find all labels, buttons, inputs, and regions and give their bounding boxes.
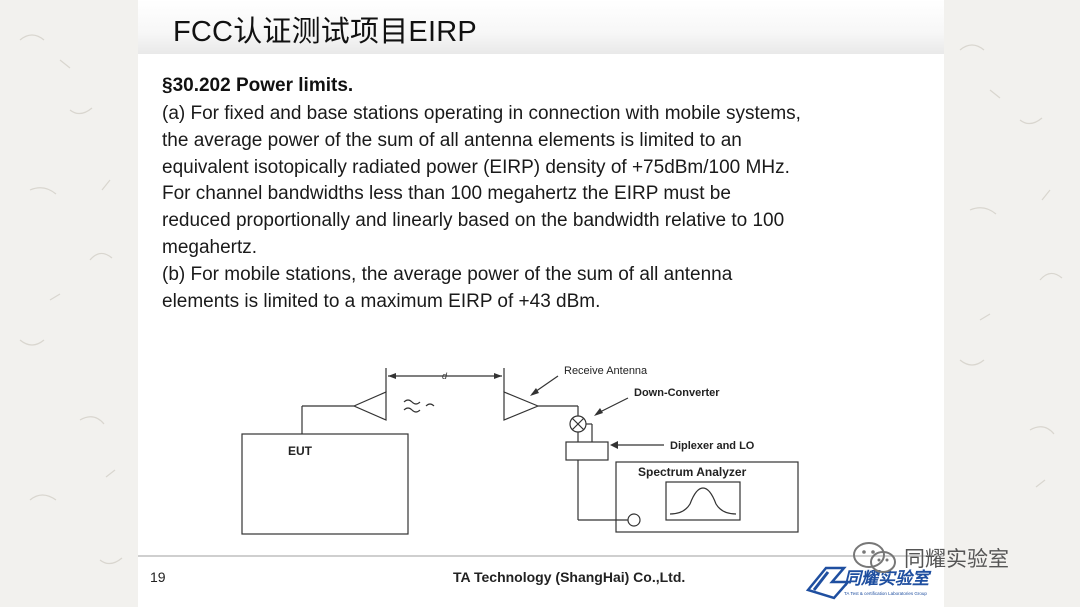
paragraph-a-line: megahertz. (162, 236, 258, 258)
company-logo: 同耀实验室 TA Test & certification Laboratori… (805, 566, 932, 600)
paragraph-b-line: (b) For mobile stations, the average pow… (162, 264, 733, 285)
paragraph-a-line: For channel bandwidths less than 100 meg… (162, 183, 731, 205)
receive-antenna-label: Receive Antenna (564, 365, 648, 377)
spectrum-analyzer-box (615, 461, 799, 533)
page-number: 19 (150, 569, 166, 585)
paragraph-a-line: the average power of the sum of all ante… (162, 129, 742, 151)
diplexer-label: Diplexer and LO (670, 440, 755, 452)
paragraph-b-line: elements is limited to a maximum EIRP of… (162, 290, 601, 312)
analyzer-screen (665, 481, 741, 521)
analyzer-input-port (627, 513, 641, 527)
down-converter-label: Down-Converter (634, 387, 720, 399)
slide-title: FCC认证测试项目EIRP (173, 16, 477, 48)
eut-label: EUT (288, 444, 313, 458)
paragraph-a: (a) For fixed and base stations operatin… (162, 101, 932, 262)
wechat-icon (853, 542, 896, 573)
logo-subtext: TA Test & certification Laboratories Gro… (844, 591, 927, 596)
company-name: TA Technology (ShangHai) Co.,Ltd. (453, 569, 686, 585)
slide: FCC认证测试项目EIRP §30.202 Power limits. (a) … (138, 0, 944, 607)
radio-wave-icon (403, 399, 421, 405)
wechat-account-name: 同耀实验室 (904, 548, 1009, 571)
title-bar: FCC认证测试项目EIRP (138, 0, 944, 54)
diplexer-box (565, 441, 609, 461)
logo-text: 同耀实验室 (844, 569, 932, 589)
wechat-watermark: 同耀实验室 (852, 540, 1009, 576)
eut-box (241, 433, 409, 535)
receive-antenna-icon (503, 391, 540, 421)
footer-divider (138, 555, 944, 557)
eirp-test-setup-diagram: d Receive Antenna Down-Converter Diplexe… (241, 365, 799, 535)
paragraph-b: (b) For mobile stations, the average pow… (162, 262, 932, 316)
paragraph-a-line: (a) For fixed and base stations operatin… (162, 103, 801, 124)
spectrum-trace (669, 487, 737, 515)
section-heading: §30.202 Power limits. (162, 75, 354, 96)
distance-label: d (442, 371, 448, 381)
spectrum-analyzer-label: Spectrum Analyzer (638, 465, 747, 479)
paragraph-a-line: reduced proportionally and linearly base… (162, 210, 785, 232)
transmit-antenna-icon (352, 391, 387, 421)
paragraph-a-line: equivalent isotopically radiated power (… (162, 156, 790, 178)
